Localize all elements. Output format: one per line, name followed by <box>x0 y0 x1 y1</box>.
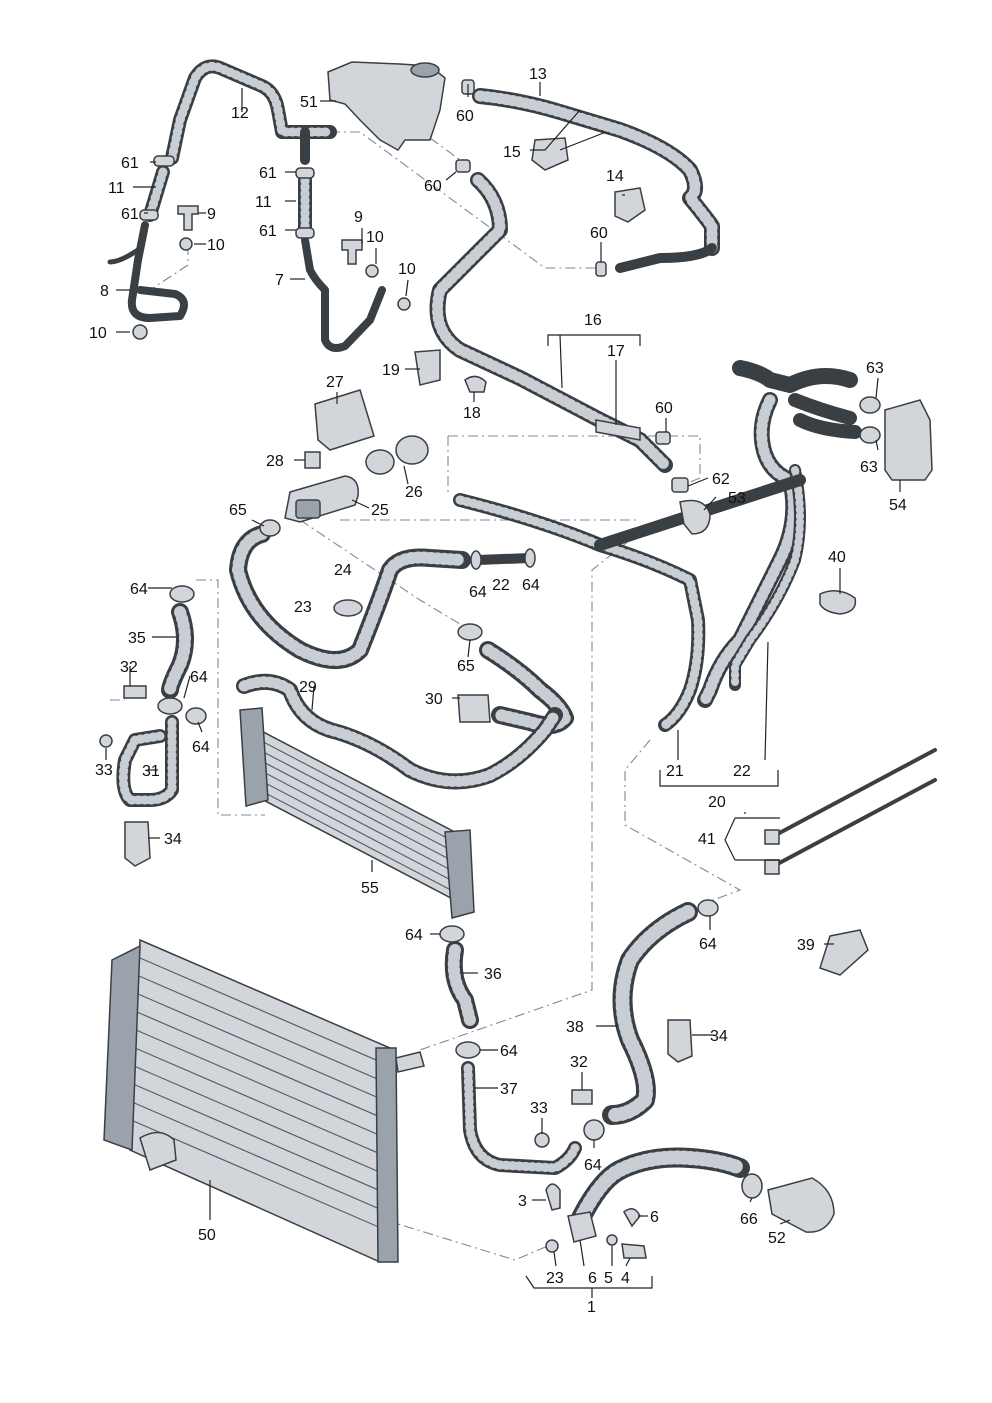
callout-66: 66 <box>740 1211 758 1228</box>
callout-32-b: 32 <box>570 1054 588 1071</box>
callout-30: 30 <box>425 691 443 708</box>
callout-60-c: 60 <box>590 225 608 242</box>
callout-12: 12 <box>231 105 249 122</box>
radiator-50 <box>103 938 425 1264</box>
callout-40: 40 <box>828 549 846 566</box>
callout-64-c: 64 <box>522 577 540 594</box>
callout-23-a: 23 <box>294 599 312 616</box>
callout-3: 3 <box>518 1193 527 1210</box>
callout-55: 55 <box>361 880 379 897</box>
callout-64-g: 64 <box>699 936 717 953</box>
callout-11-a: 11 <box>108 180 125 197</box>
callout-16: 16 <box>584 312 602 329</box>
callout-63-a: 63 <box>866 360 884 377</box>
callout-65-b: 65 <box>457 658 475 675</box>
cooler-55 <box>239 707 475 919</box>
callout-10-d: 10 <box>89 325 107 342</box>
callout-35: 35 <box>128 630 146 647</box>
callout-60-a: 60 <box>456 108 474 125</box>
callout-13: 13 <box>529 66 547 83</box>
parts <box>99 61 937 1264</box>
callout-61-c: 61 <box>259 165 277 182</box>
callout-38: 38 <box>566 1019 584 1036</box>
callout-61-b: 61 <box>121 206 139 223</box>
callout-64-f: 64 <box>405 927 423 944</box>
callout-4: 4 <box>621 1270 630 1287</box>
callout-33-b: 33 <box>530 1100 548 1117</box>
callout-33-a: 33 <box>95 762 113 779</box>
callout-31: 31 <box>142 763 160 780</box>
callout-64-i: 64 <box>584 1157 602 1174</box>
callout-17: 17 <box>607 343 625 360</box>
callout-26: 26 <box>405 484 423 501</box>
callout-64-a: 64 <box>130 581 148 598</box>
callout-9-a: 9 <box>207 206 216 223</box>
callout-22-a: 22 <box>492 577 510 594</box>
callout-29: 29 <box>299 679 317 696</box>
callout-41: 41 <box>698 831 716 848</box>
callout-6-a: 6 <box>650 1209 659 1226</box>
callout-25: 25 <box>371 502 389 519</box>
callout-labels: 12 51 13 60 15 61 11 61 61 11 61 60 14 9… <box>89 66 907 1316</box>
callout-18: 18 <box>463 405 481 422</box>
connector-53 <box>679 499 711 535</box>
callout-64-b: 64 <box>469 584 487 601</box>
callout-63-b: 63 <box>860 459 878 476</box>
callout-53: 53 <box>728 490 746 507</box>
callout-50: 50 <box>198 1227 216 1244</box>
callout-10-b: 10 <box>366 229 384 246</box>
callout-36: 36 <box>484 966 502 983</box>
leader-lines <box>105 82 901 1298</box>
callout-5: 5 <box>604 1270 613 1287</box>
bracket-27 <box>314 389 375 451</box>
callout-64-h: 64 <box>500 1043 518 1060</box>
callout-54: 54 <box>889 497 907 514</box>
callout-34-a: 34 <box>164 831 182 848</box>
callout-9-b: 9 <box>354 209 363 226</box>
callout-11-b: 11 <box>255 194 272 211</box>
callout-14: 14 <box>606 168 624 185</box>
callout-21: 21 <box>666 763 684 780</box>
callout-51: 51 <box>300 94 318 111</box>
callout-10-c: 10 <box>398 261 416 278</box>
callout-15: 15 <box>503 144 521 161</box>
callout-34-b: 34 <box>710 1028 728 1045</box>
callout-8: 8 <box>100 283 109 300</box>
callout-64-d: 64 <box>190 669 208 686</box>
callout-65-a: 65 <box>229 502 247 519</box>
callout-62: 62 <box>712 471 730 488</box>
callout-6-b: 6 <box>588 1270 597 1287</box>
callout-7: 7 <box>275 272 284 289</box>
callout-60-b: 60 <box>424 178 442 195</box>
callout-37: 37 <box>500 1081 518 1098</box>
callout-27: 27 <box>326 374 344 391</box>
callout-52: 52 <box>768 1230 786 1247</box>
callout-1: 1 <box>587 1299 596 1316</box>
hoses <box>107 59 862 1230</box>
expansion-tank-51 <box>327 61 446 151</box>
callout-23-b: 23 <box>546 1270 564 1287</box>
callout-64-e: 64 <box>192 739 210 756</box>
callout-32-a: 32 <box>120 659 138 676</box>
cooler-54 <box>884 399 933 481</box>
callout-22-b: 22 <box>733 763 751 780</box>
callout-24: 24 <box>334 562 352 579</box>
callout-20: 20 <box>708 794 726 811</box>
callout-19: 19 <box>382 362 400 379</box>
callout-10-a: 10 <box>207 237 225 254</box>
callout-39: 39 <box>797 937 815 954</box>
callout-60-d: 60 <box>655 400 673 417</box>
callout-61-d: 61 <box>259 223 277 240</box>
callout-61-a: 61 <box>121 155 139 172</box>
callout-28: 28 <box>266 453 284 470</box>
coolant-pump-52 <box>767 1177 835 1233</box>
